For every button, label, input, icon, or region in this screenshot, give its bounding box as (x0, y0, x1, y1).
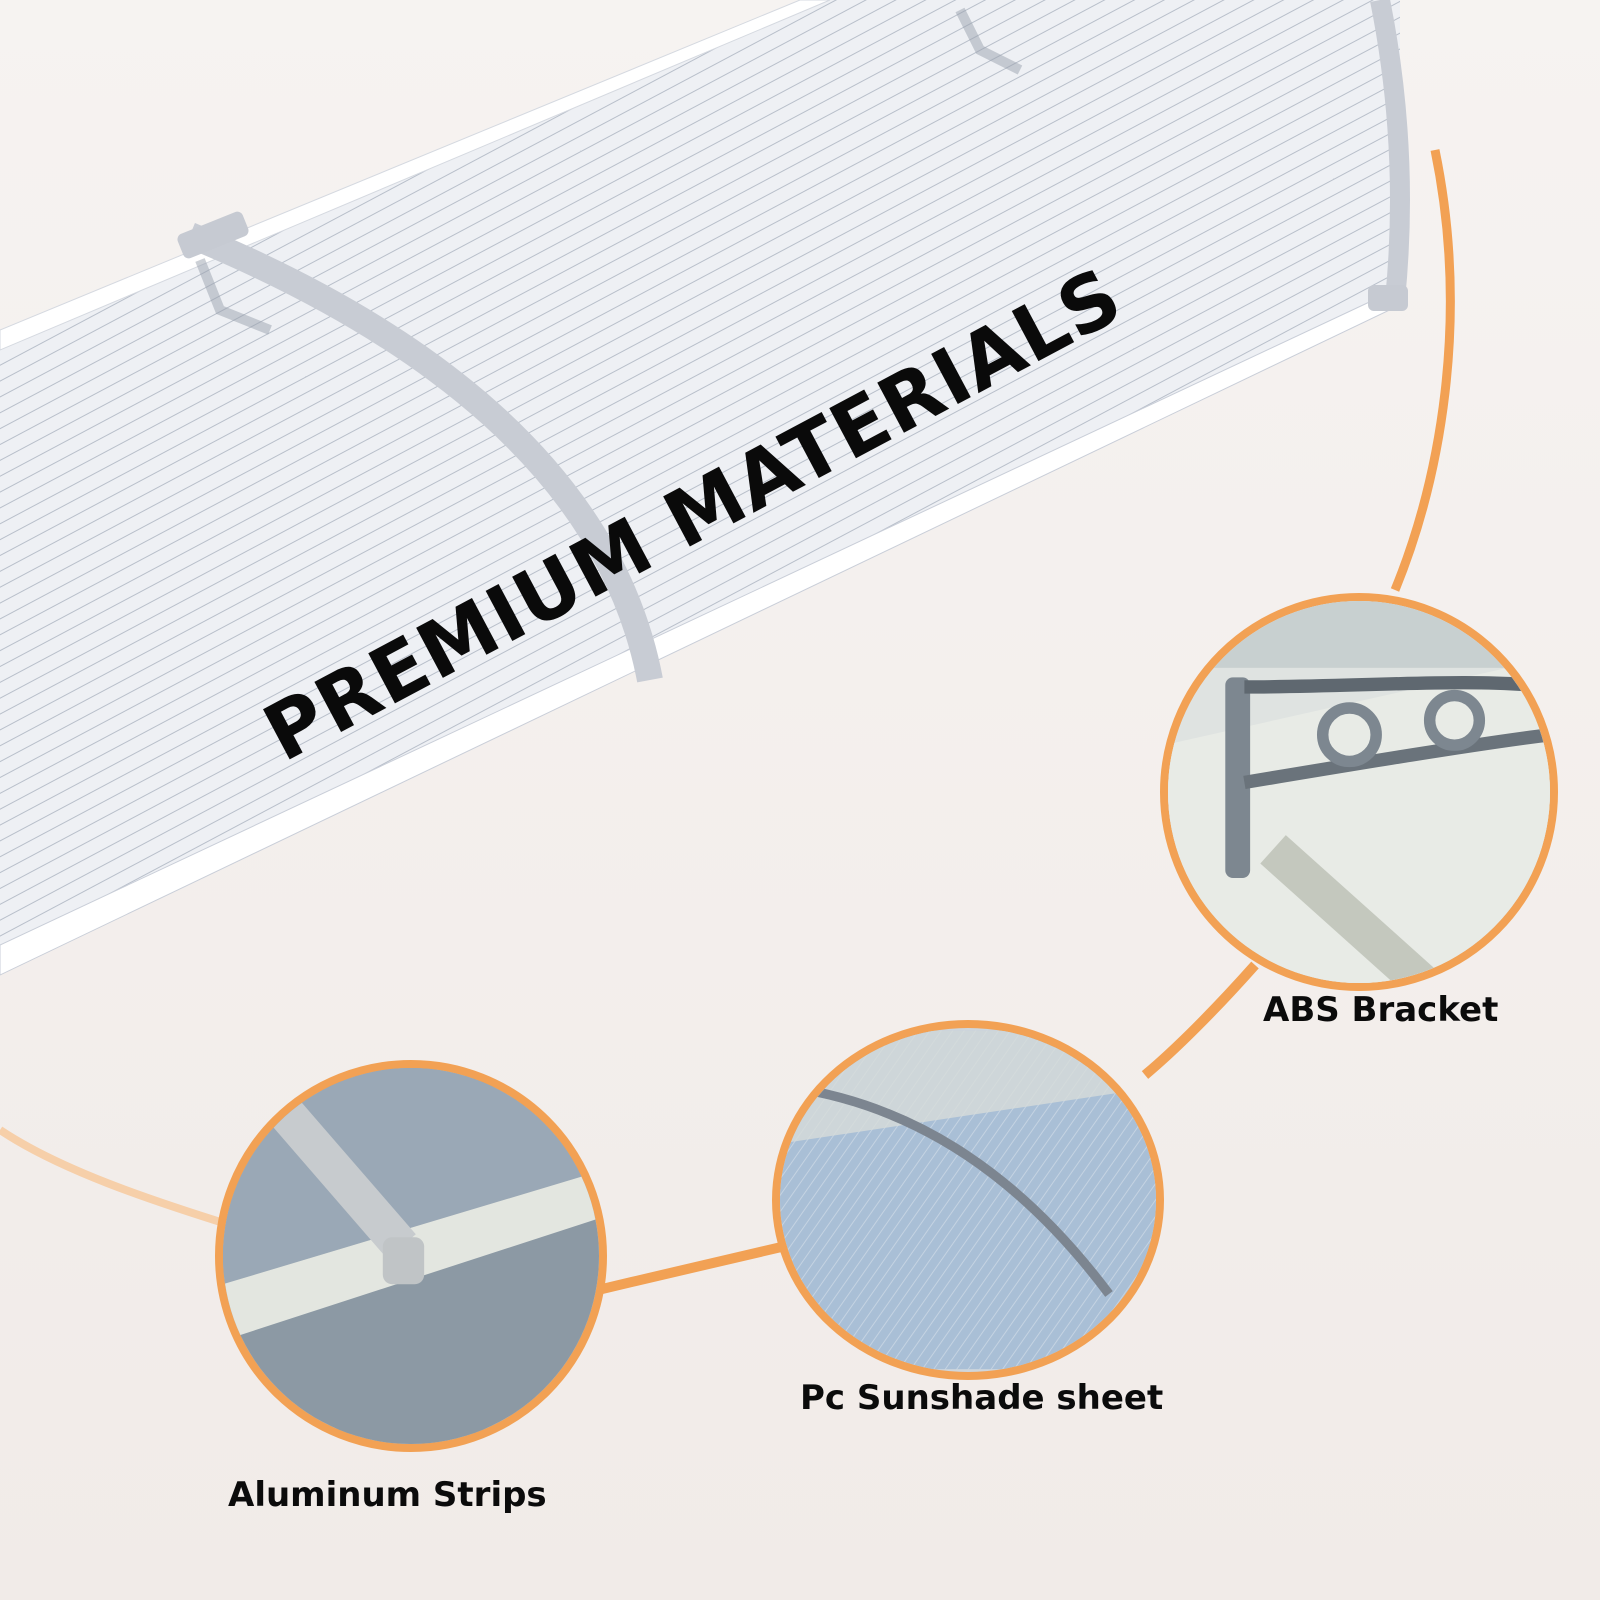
pc-sunshade-sheet-label: Pc Sunshade sheet (800, 1378, 1164, 1418)
aluminum-strips-closeup (215, 1060, 607, 1452)
polycarbonate-sheet-icon (780, 1030, 1156, 1370)
aluminum-strip-icon (223, 1068, 599, 1444)
aluminum-strips-label: Aluminum Strips (228, 1475, 547, 1515)
pc-sunshade-sheet-closeup (772, 1020, 1164, 1380)
abs-bracket-label: ABS Bracket (1263, 990, 1499, 1030)
bracket-icon (1168, 601, 1550, 983)
abs-bracket-closeup (1160, 593, 1558, 991)
canopy-illustration (0, 0, 1410, 976)
